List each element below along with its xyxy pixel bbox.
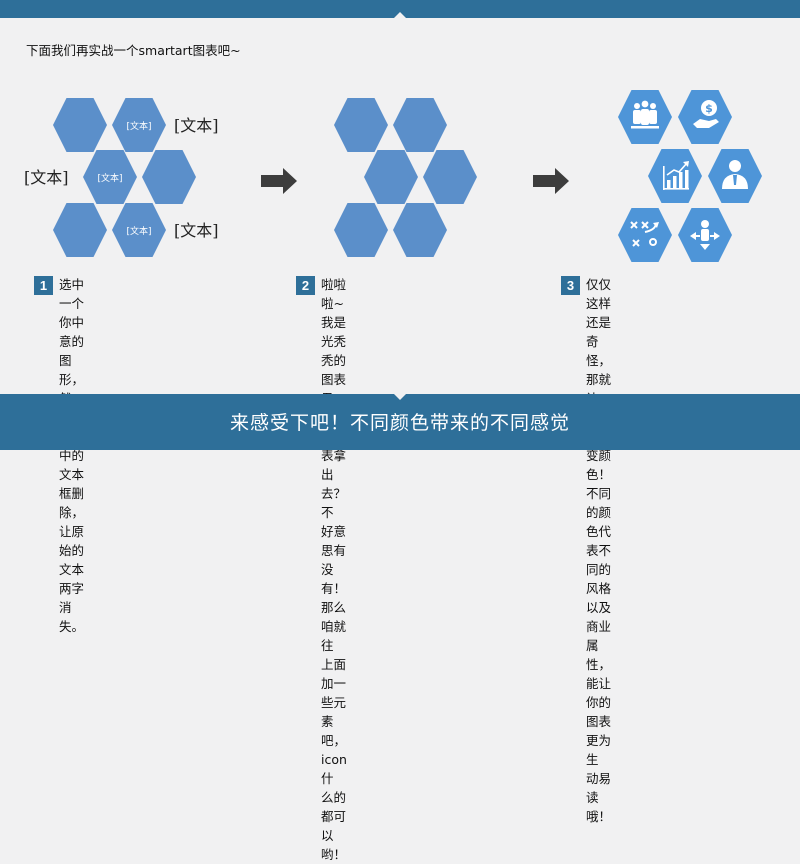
panel1-hex[interactable] [142,150,196,204]
panel2-hex[interactable] [334,203,388,257]
step-number-badge: 1 [34,276,53,295]
group-icon [631,100,659,129]
money-hand-icon: $ [693,100,719,128]
panel1-hex[interactable] [53,203,107,257]
strategy-play-icon [630,221,659,247]
panel2-hex[interactable] [334,98,388,152]
panel3-hex[interactable] [618,208,672,262]
person-arrows-icon [690,220,720,250]
diagram-canvas: [文本] [文本] [文本] [文本] [文本] [文本] $ [24,90,762,262]
right-arrow-icon [261,168,297,194]
panel2-hex[interactable] [423,150,477,204]
footer-bar [0,394,800,450]
right-arrow-icon [533,168,569,194]
text-placeholder-label: [文本] [24,168,69,187]
panel2-hex[interactable] [393,98,447,152]
step-description: 啦啦啦~我是光秃秃的图表 君，这样的图表拿出去？不 好意思有没有！那么咱就往 上… [321,277,347,862]
step-description: 选中一个你中意的图形，然 后将图像中的文本框删除， 让原始的文本两字消失。 [59,277,85,634]
panel2-hex[interactable] [364,150,418,204]
page-heading: 下面我们再实战一个smartart图表吧~ [26,43,241,58]
svg-text:$: $ [705,102,713,115]
panel2-hex[interactable] [393,203,447,257]
panel1-hex[interactable] [53,98,107,152]
hex-small-label: [文本] [126,225,151,237]
footer-caption: 来感受下吧！不同颜色带来的不同感觉 [229,412,570,434]
businessman-icon [722,160,748,189]
panel3-hex[interactable] [678,90,732,144]
hex-small-label: [文本] [126,120,151,132]
top-bar [0,0,800,18]
step-description: 仅仅这样还是奇怪，那就让 我们来改变颜色！不同的颜 色代表不同的风格以及商业 属… [586,277,612,824]
step-number-badge: 2 [296,276,315,295]
text-placeholder-label: [文本] [174,116,219,135]
step-number-badge: 3 [561,276,580,295]
hex-small-label: [文本] [97,172,122,184]
footer-notch [394,394,406,400]
panel2-hex-group [334,98,477,257]
text-placeholder-label: [文本] [174,221,219,240]
top-notch [394,12,406,18]
growth-chart-icon [663,161,689,190]
